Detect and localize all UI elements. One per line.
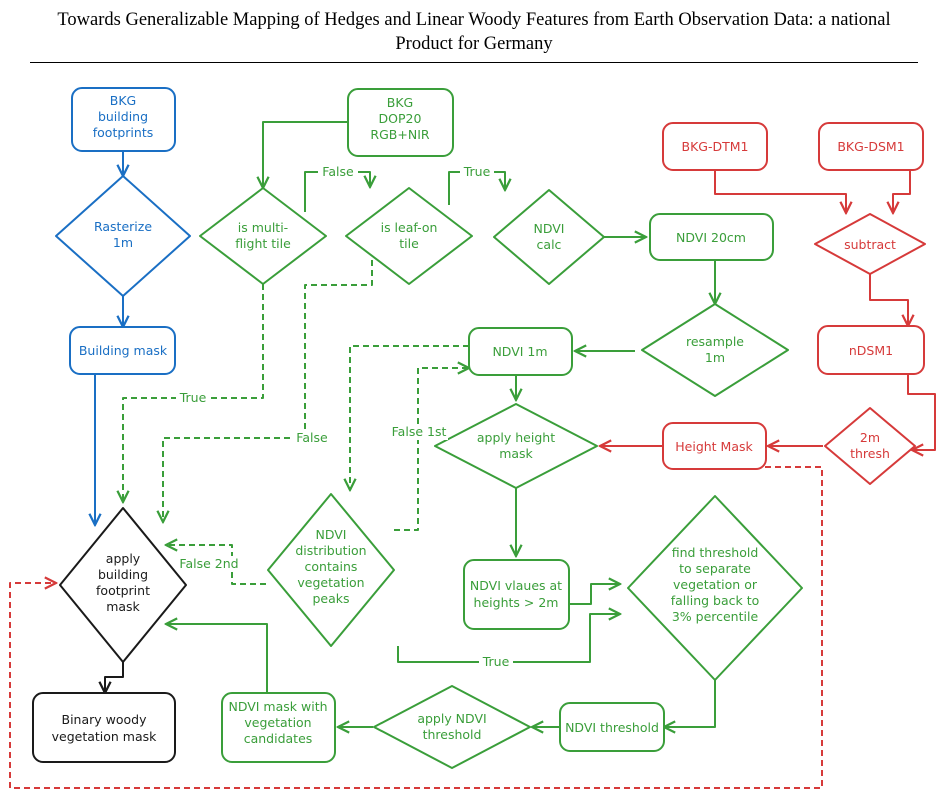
node-ndvi-distribution <box>267 493 395 647</box>
node-apply-footprint-mask <box>59 507 187 663</box>
edge-label-false-leaf: False <box>322 164 354 179</box>
node-multi-flight <box>199 187 327 285</box>
label-bkg-dsm1: BKG-DSM1 <box>837 139 904 154</box>
node-bkg-dop20 <box>347 88 454 157</box>
edge-subtract-ndsm1 <box>869 274 908 326</box>
node-bkg-dtm1 <box>662 122 768 171</box>
node-apply-height-mask <box>434 403 598 489</box>
node-apply-ndvi-threshold <box>373 685 531 769</box>
edge-peaks-findthreshold-true <box>397 614 620 663</box>
node-resample <box>641 303 789 397</box>
edge-leafon-applymask-false <box>163 260 373 522</box>
label-ndvi-threshold: NDVI threshold <box>565 720 659 735</box>
edge-label-true-multi: True <box>179 390 207 405</box>
node-leaf-on <box>345 187 473 285</box>
label-ndvi-20cm: NDVI 20cm <box>676 230 746 245</box>
edge-label-false-2nd: False 2nd <box>179 556 238 571</box>
node-ndvi-mask <box>221 692 336 763</box>
label-bkg-dtm1: BKG-DTM1 <box>682 139 749 154</box>
node-find-threshold <box>627 495 803 681</box>
edge-ndvimask-applymask <box>166 624 268 693</box>
label-subtract: subtract <box>844 237 896 252</box>
edge-label-true-ndvi: True <box>463 164 491 179</box>
header-line-2: Product for Germany <box>395 34 553 54</box>
edge-findthreshold-ndvithreshold <box>664 680 716 727</box>
edge-ndvivalues-findthreshold <box>569 584 620 605</box>
edge-label-false-1st: False 1st <box>392 424 447 439</box>
label-multi-flight: is multi-flight tile <box>235 220 291 251</box>
node-bkg-footprints <box>71 87 176 152</box>
node-binary-mask <box>32 692 176 763</box>
node-ndvi-20cm <box>649 213 774 261</box>
node-building-mask <box>69 326 176 375</box>
node-ndvi-calc <box>493 189 605 285</box>
edges <box>9 121 936 789</box>
edge-peaks-ndvi1m-false1st <box>394 368 469 531</box>
header-rule <box>30 62 918 63</box>
node-rasterize <box>55 175 191 297</box>
node-height-mask <box>662 422 767 470</box>
edge-label-true-peaks: True <box>482 654 510 669</box>
header-line-1: Towards Generalizable Mapping of Hedges … <box>57 10 891 30</box>
node-subtract <box>814 213 926 275</box>
edge-applymask-binarymask <box>105 662 124 693</box>
node-ndvi-threshold <box>559 702 665 752</box>
edge-dtm1-subtract <box>714 170 846 213</box>
edge-ndsm1-thresh <box>907 374 936 450</box>
edge-dsm1-subtract <box>893 170 911 213</box>
node-ndsm1 <box>817 325 925 375</box>
label-height-mask: Height Mask <box>675 439 753 454</box>
edge-labels: False True True False False 1st False 2n… <box>176 164 513 670</box>
edge-ndvi1m-peaks <box>350 345 469 490</box>
label-building-mask: Building mask <box>79 343 168 358</box>
page-header: Towards Generalizable Mapping of Hedges … <box>30 8 918 56</box>
edge-dop20-multiflight <box>263 121 348 188</box>
edge-heightmask-applymask-dashed <box>9 466 823 789</box>
label-ndvi-1m: NDVI 1m <box>492 344 547 359</box>
node-ndvi-values <box>463 559 570 630</box>
node-bkg-dsm1 <box>818 122 924 171</box>
nodes <box>32 87 926 769</box>
edge-label-false-multi: False <box>296 430 328 445</box>
node-2m-thresh <box>824 407 916 485</box>
node-ndvi-1m <box>468 327 573 376</box>
label-ndsm1: nDSM1 <box>849 343 893 358</box>
